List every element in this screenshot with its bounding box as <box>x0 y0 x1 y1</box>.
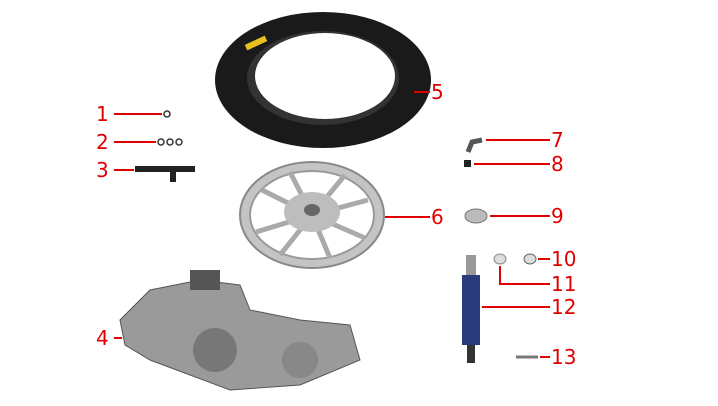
wheel-rim <box>239 161 385 269</box>
callout-8: 8 <box>551 152 564 176</box>
engine <box>119 270 361 391</box>
bracket <box>135 166 195 182</box>
tire <box>215 12 431 148</box>
clips <box>157 138 183 146</box>
callout-2: 2 <box>96 130 109 154</box>
callout-12: 12 <box>551 295 577 319</box>
callout-9: 9 <box>551 204 564 228</box>
callout-5: 5 <box>431 80 444 104</box>
valve-cap <box>464 160 471 167</box>
callout-lines <box>114 91 550 358</box>
clip <box>163 110 171 118</box>
nut <box>523 253 537 265</box>
washer-small <box>493 253 507 265</box>
valve <box>465 137 483 153</box>
callout-3: 3 <box>96 158 109 182</box>
shock-absorber <box>462 255 480 363</box>
callout-1: 1 <box>96 102 109 126</box>
callout-6: 6 <box>431 205 444 229</box>
callout-11: 11 <box>551 272 577 296</box>
washer <box>464 208 488 224</box>
callout-4: 4 <box>96 326 109 350</box>
callout-7: 7 <box>551 128 564 152</box>
callout-13: 13 <box>551 345 577 369</box>
callout-10: 10 <box>551 247 577 271</box>
